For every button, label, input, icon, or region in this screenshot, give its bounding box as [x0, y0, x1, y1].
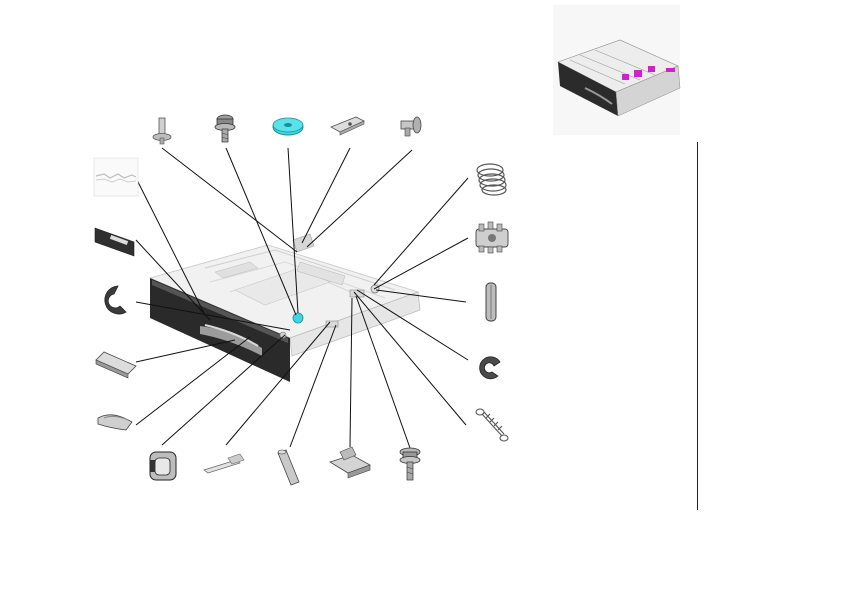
highlighted-part-icon	[292, 312, 304, 324]
paper-tray-assembly	[148, 233, 421, 382]
rod-icon	[485, 282, 497, 322]
part-roller-pin	[277, 449, 300, 486]
e-ring-icon	[479, 356, 501, 380]
roller-pin-icon	[277, 449, 300, 486]
gear-icon	[475, 221, 509, 254]
part-gear	[475, 221, 509, 254]
extension-spring-icon	[475, 408, 509, 442]
part-screw-flange-top	[214, 114, 236, 143]
screw-icon	[399, 447, 421, 481]
part-washer-cyan	[272, 117, 304, 136]
cap-icon	[149, 451, 177, 481]
part-rail-strip	[93, 157, 139, 197]
part-coil-spring	[476, 163, 507, 196]
bracket-icon	[330, 116, 365, 136]
part-front-label	[94, 227, 135, 257]
pin-icon	[152, 117, 172, 145]
rail-icon	[93, 157, 139, 197]
part-extension-spring	[475, 408, 509, 442]
clip-icon	[329, 446, 371, 479]
part-cap-knob	[149, 451, 177, 481]
highlight-part-icon	[634, 70, 642, 77]
spring-icon	[476, 163, 507, 196]
part-clip-plate	[329, 446, 371, 479]
divider-rule	[697, 142, 698, 510]
overview-thumbnail	[557, 39, 681, 117]
part-shaft-rod	[485, 282, 497, 322]
handle-icon	[97, 414, 133, 431]
highlight-part-icon	[622, 74, 629, 80]
part-c-clip	[104, 285, 127, 315]
lever-icon	[203, 453, 245, 474]
part-shoulder-screw	[400, 116, 422, 137]
washer-icon	[272, 117, 304, 136]
screw-icon	[214, 114, 236, 143]
stopper-icon	[95, 351, 137, 379]
label-icon	[94, 227, 135, 257]
part-handle-grip	[97, 414, 133, 431]
part-stop-block	[95, 351, 137, 379]
leader-lines	[135, 147, 469, 449]
c-clip-icon	[104, 285, 127, 315]
part-e-ring	[479, 356, 501, 380]
part-screw-bottom	[399, 447, 421, 481]
part-lever-arm	[203, 453, 245, 474]
part-bracket-plate	[330, 116, 365, 136]
part-pin-top	[152, 117, 172, 145]
highlight-part-icon	[666, 68, 675, 72]
shoulder-screw-icon	[400, 116, 422, 137]
highlight-part-icon	[648, 66, 655, 72]
